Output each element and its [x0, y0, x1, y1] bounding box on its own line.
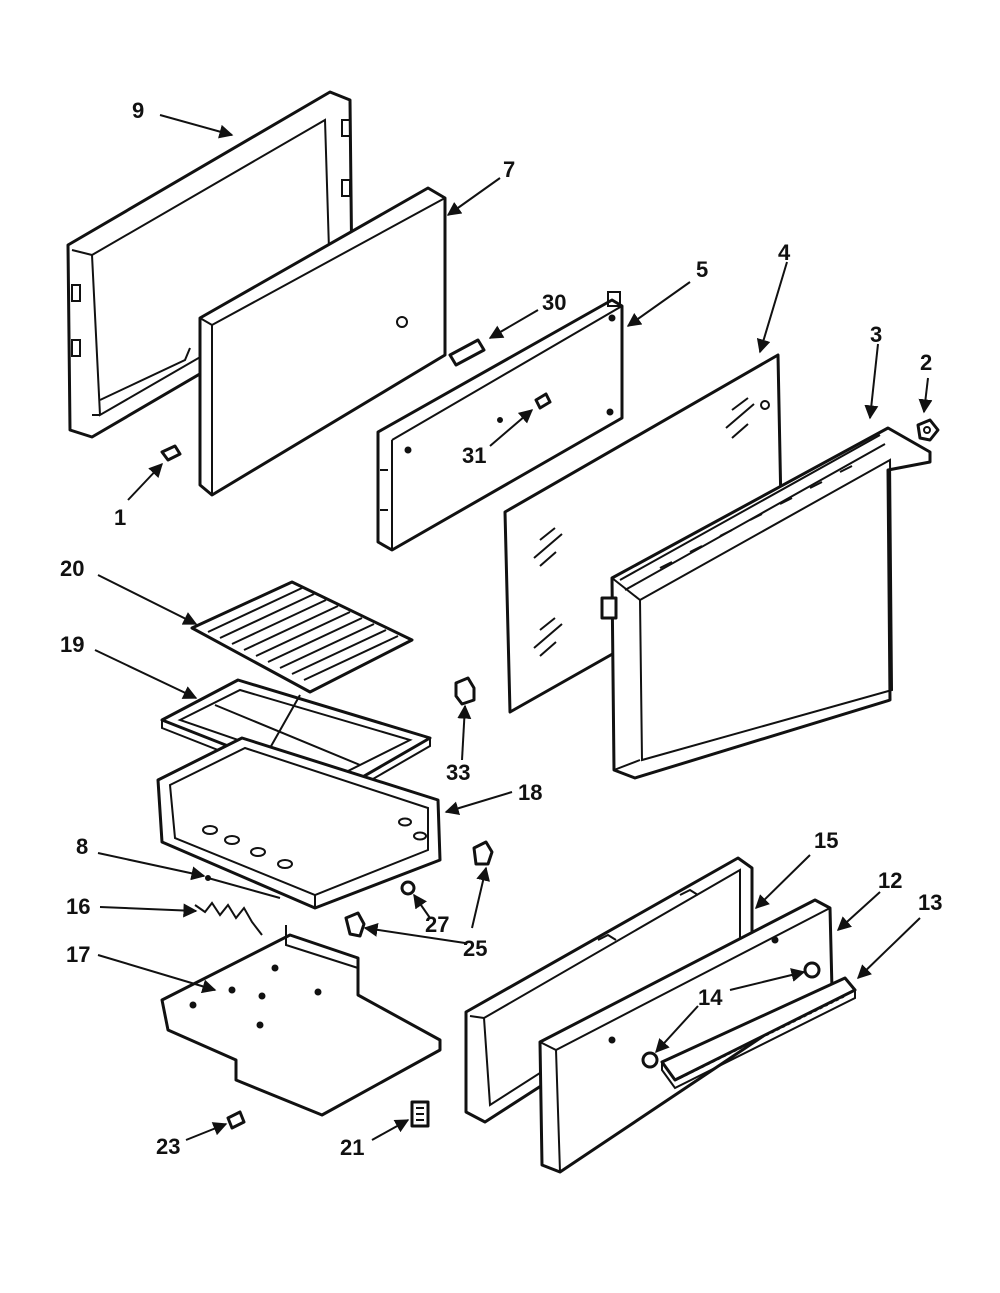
label-31: 31: [462, 443, 486, 468]
part-7-insulation: [198, 186, 447, 497]
leader-lines: [94, 114, 933, 1141]
part-25-stop: [344, 840, 494, 938]
label-15: 15: [814, 828, 838, 853]
part-17-drawer-bottom: [160, 925, 442, 1117]
part-21-clip: [410, 1100, 430, 1128]
part-23-screw: [226, 1110, 246, 1130]
label-8: 8: [76, 834, 88, 859]
label-4: 4: [778, 240, 791, 265]
part-33-bumper: [454, 676, 476, 706]
label-30: 30: [542, 290, 566, 315]
part-labels: 9 7 5 4 3 2 30 31 1 20 19 33 18 8 16 17 …: [60, 98, 942, 1160]
label-18: 18: [518, 780, 542, 805]
part-3-outer-door-frame: [600, 426, 932, 780]
part-31-screw: [534, 392, 552, 410]
part-13-drawer-handle: [660, 976, 857, 1090]
label-19: 19: [60, 632, 84, 657]
part-30-clip: [396, 316, 486, 367]
label-9: 9: [132, 98, 144, 123]
label-16: 16: [66, 894, 90, 919]
label-33: 33: [446, 760, 470, 785]
label-5: 5: [696, 257, 708, 282]
part-18-drawer-body: [156, 736, 442, 910]
label-7: 7: [503, 157, 515, 182]
label-1: 1: [114, 505, 126, 530]
part-8-rod: [205, 875, 281, 899]
part-2-hinge-screw: [916, 418, 940, 442]
label-17: 17: [66, 942, 90, 967]
label-3: 3: [870, 322, 882, 347]
label-20: 20: [60, 556, 84, 581]
part-27-screw: [400, 880, 416, 896]
part-20-broil-grid: [190, 580, 414, 694]
label-2: 2: [920, 350, 932, 375]
part-16-spring: [194, 901, 263, 936]
label-25: 25: [463, 936, 487, 961]
label-13: 13: [918, 890, 942, 915]
label-12: 12: [878, 868, 902, 893]
label-14: 14: [698, 985, 723, 1010]
label-21: 21: [340, 1135, 364, 1160]
label-23: 23: [156, 1134, 180, 1159]
part-9-inner-door-frame: [66, 90, 354, 439]
part-1-screw: [160, 444, 182, 462]
part-5-support-panel: [376, 291, 624, 552]
label-27: 27: [425, 912, 449, 937]
